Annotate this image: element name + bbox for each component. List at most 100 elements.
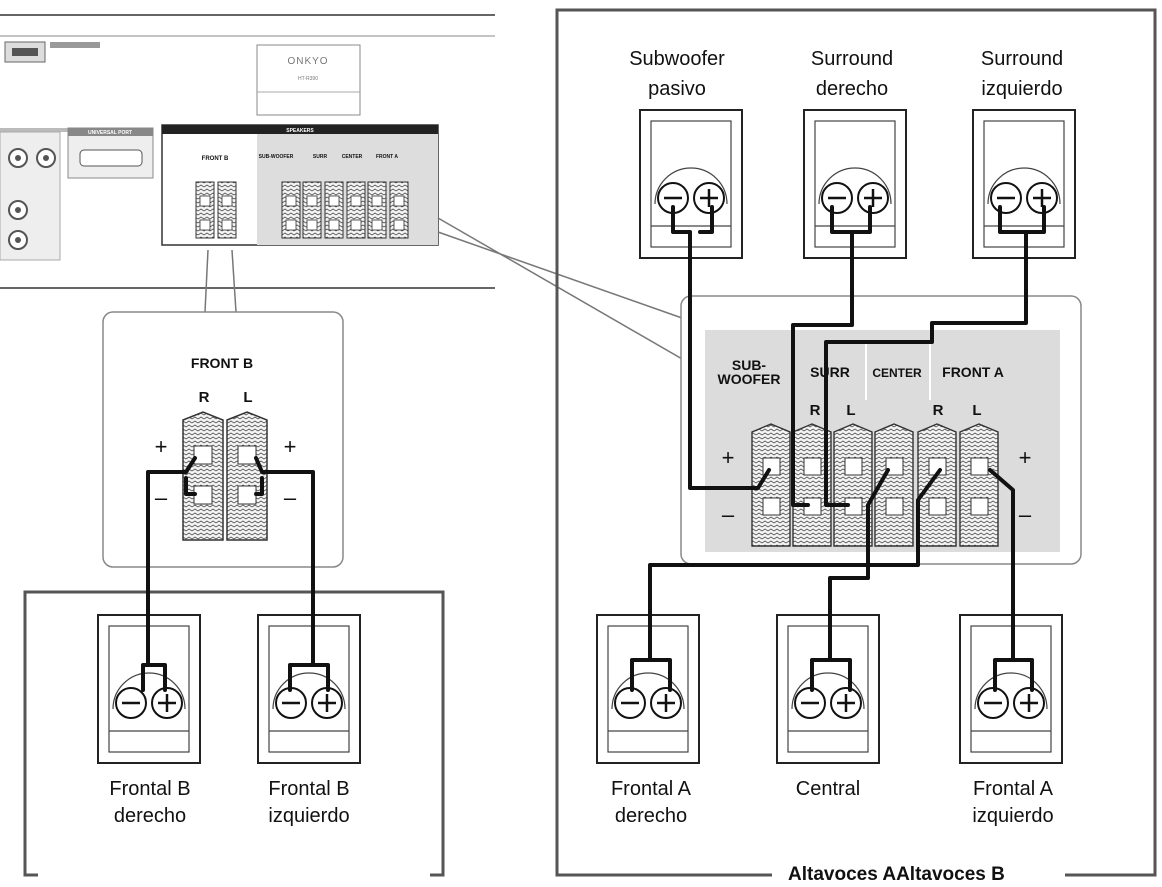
label-front-b-right-1: Frontal B <box>109 778 190 800</box>
mini-terminal-post <box>346 181 366 239</box>
label-front-a-left-1: Frontal A <box>973 778 1054 800</box>
plus-terminal-icon <box>1013 687 1045 719</box>
front-a-l-label: L <box>972 402 981 419</box>
label-subwoofer-2: pasivo <box>648 78 706 100</box>
mini-terminal-post <box>217 181 237 239</box>
mini-terminal-post <box>367 181 387 239</box>
front-b-zoom-panel: FRONT B R L + – + – <box>102 311 344 568</box>
main-plus-left: + <box>722 445 735 470</box>
front-b-minus-right: – <box>284 485 297 510</box>
wire-front-b-right <box>141 456 197 692</box>
front-b-title: FRONT B <box>191 355 253 371</box>
mini-terminal-post <box>389 181 409 239</box>
svg-text:FRONT A: FRONT A <box>376 154 398 160</box>
front-a-label: FRONT A <box>942 364 1004 380</box>
label-surround-left-1: Surround <box>981 48 1063 70</box>
mini-terminal-post <box>302 181 322 239</box>
main-zoom-panel: SUB- WOOFER SURR CENTER FRONT A R L R L … <box>680 295 1082 565</box>
caption: Altavoces AAltavoces B <box>788 864 1005 885</box>
front-b-terminal-l <box>226 411 268 541</box>
label-center: Central <box>796 778 860 800</box>
main-terminal-post <box>833 423 873 547</box>
label-front-b-left-2: izquierdo <box>268 805 349 827</box>
wire-surround-left <box>824 205 1028 507</box>
speaker-wires <box>141 205 1046 692</box>
main-plus-right: + <box>1019 445 1032 470</box>
wire-center-plus <box>828 658 852 692</box>
plus-terminal-icon <box>857 182 889 214</box>
front-b-r-label: R <box>199 389 210 406</box>
front-a-speakers-frame <box>555 8 1157 877</box>
front-b-speakers-bracket <box>23 590 445 877</box>
front-b-terminal-r <box>182 411 224 541</box>
svg-text:SUB-WOOFER: SUB-WOOFER <box>259 154 294 160</box>
wire-front-b-right-plus <box>146 663 167 692</box>
minus-terminal-icon <box>794 687 826 719</box>
plus-terminal-icon <box>693 182 725 214</box>
label-surround-right-2: derecho <box>816 78 888 100</box>
svg-text:SPEAKERS: SPEAKERS <box>286 128 314 134</box>
wire-front-a-right-plus <box>648 658 672 692</box>
wire-surround-right-plus <box>850 205 872 234</box>
svg-text:UNIVERSAL PORT: UNIVERSAL PORT <box>88 130 132 136</box>
wire-front-b-left <box>254 456 315 692</box>
mini-terminal-post <box>195 181 215 239</box>
surr-l-label: L <box>846 402 855 419</box>
minus-terminal-icon <box>821 182 853 214</box>
callout-lines <box>204 217 723 383</box>
wire-front-b-left-plus <box>311 663 330 692</box>
wire-subwoofer-minus <box>671 205 771 490</box>
front-a-r-label: R <box>933 402 944 419</box>
subwoofer-label-2: WOOFER <box>718 371 781 387</box>
label-front-b-left-1: Frontal B <box>268 778 349 800</box>
main-terminal-post <box>917 423 957 547</box>
speaker-labels: Subwoofer pasivo Surround derecho Surrou… <box>109 48 1063 827</box>
plus-terminal-icon <box>650 687 682 719</box>
plus-terminal-icon <box>1026 182 1058 214</box>
label-front-b-right-2: derecho <box>114 805 186 827</box>
receiver-rear-panel: ONKYO HT-R390 UNIVERSAL PORT SPEAKERS <box>0 14 495 289</box>
minus-terminal-icon <box>115 687 147 719</box>
wire-front-a-right <box>630 468 942 692</box>
label-surround-right-1: Surround <box>811 48 893 70</box>
svg-text:SURR: SURR <box>313 154 328 160</box>
wire-center <box>810 468 890 692</box>
main-minus-left: – <box>722 502 735 527</box>
minus-terminal-icon <box>977 687 1009 719</box>
universal-port: UNIVERSAL PORT <box>67 127 154 179</box>
plus-terminal-icon <box>830 687 862 719</box>
front-b-plus-left: + <box>155 434 168 459</box>
brand-logo: ONKYO <box>287 56 328 67</box>
model-plate <box>256 44 361 116</box>
label-front-a-left-2: izquierdo <box>972 805 1053 827</box>
speaker-terminal-block: SPEAKERS FRONT B SUB-WOOFER SURR CENTER … <box>161 124 439 246</box>
audio-jacks <box>0 128 150 261</box>
speaker-surround-right <box>803 109 907 259</box>
surr-label: SURR <box>810 364 850 380</box>
minus-terminal-icon <box>614 687 646 719</box>
front-b-minus-left: – <box>155 485 168 510</box>
center-label: CENTER <box>872 366 922 380</box>
surr-r-label: R <box>810 402 821 419</box>
wire-surround-left-plus <box>1024 205 1046 234</box>
front-b-l-label: L <box>243 389 252 406</box>
speaker-front-b-left <box>257 614 361 764</box>
wire-front-b-right-minus <box>184 476 197 496</box>
label-front-a-right-2: derecho <box>615 805 687 827</box>
svg-text:CENTER: CENTER <box>342 154 363 160</box>
main-terminal-post <box>959 423 999 547</box>
plus-terminal-icon <box>311 687 343 719</box>
label-subwoofer-1: Subwoofer <box>629 48 725 70</box>
mini-terminal-post <box>324 181 344 239</box>
subwoofer-label-1: SUB- <box>732 357 767 373</box>
model-number: HT-R390 <box>298 76 318 82</box>
main-terminal-post <box>792 423 832 547</box>
label-surround-left-2: izquierdo <box>981 78 1062 100</box>
wire-subwoofer-plus <box>698 205 714 234</box>
wire-surround-right <box>791 205 854 507</box>
mini-terminal-post <box>281 181 301 239</box>
label-front-a-right-1: Frontal A <box>611 778 692 800</box>
speaker-front-b-right <box>97 614 201 764</box>
wire-front-a-left-plus <box>1011 658 1034 692</box>
